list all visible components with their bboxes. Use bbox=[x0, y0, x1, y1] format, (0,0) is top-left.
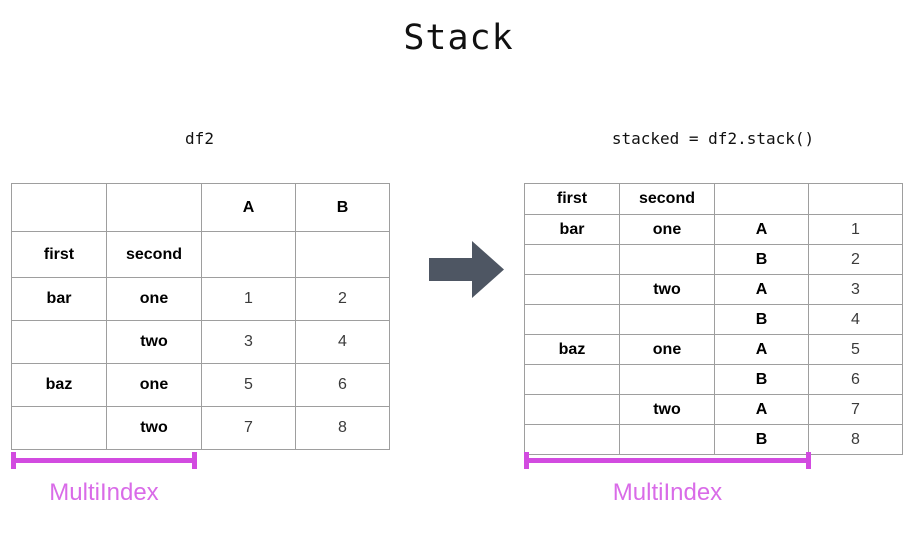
df2-cell-a-1: 3 bbox=[201, 320, 296, 364]
page-title: Stack bbox=[403, 18, 514, 58]
table-row: two A 3 bbox=[524, 274, 903, 305]
multiindex-bracket-right bbox=[524, 452, 811, 469]
stacked-cell-second-6: two bbox=[619, 394, 715, 425]
stacked-table: first second bar one A 1 B 2 two A 3 B bbox=[524, 183, 903, 455]
stacked-cell-first-1 bbox=[524, 244, 620, 275]
stacked-cell-first-5 bbox=[524, 364, 620, 395]
table-row: two A 7 bbox=[524, 394, 903, 425]
df2-cell-second-2: one bbox=[106, 363, 202, 407]
table-row: B 6 bbox=[524, 364, 903, 395]
stacked-cell-level-7: B bbox=[714, 424, 809, 455]
table-row: two 7 8 bbox=[11, 406, 390, 450]
stacked-cell-second-1 bbox=[619, 244, 715, 275]
stacked-cell-first-4: baz bbox=[524, 334, 620, 365]
df2-index-name-second: second bbox=[106, 231, 202, 278]
stacked-cell-second-7 bbox=[619, 424, 715, 455]
df2-cell-second-1: two bbox=[106, 320, 202, 364]
stacked-header-spacer-2 bbox=[808, 183, 903, 215]
multiindex-bracket-left bbox=[11, 452, 197, 469]
table-row: first second bbox=[524, 183, 903, 215]
stacked-cell-level-0: A bbox=[714, 214, 809, 245]
stacked-cell-second-3 bbox=[619, 304, 715, 335]
bracket-cap-right bbox=[192, 452, 197, 469]
table-row: baz one A 5 bbox=[524, 334, 903, 365]
df2-cell-b-3: 8 bbox=[295, 406, 390, 450]
table-row: B 8 bbox=[524, 424, 903, 455]
stacked-caption: stacked = df2.stack() bbox=[611, 129, 815, 148]
df2-cell-first-2: baz bbox=[11, 363, 107, 407]
df2-index-name-first: first bbox=[11, 231, 107, 278]
stacked-index-name-second: second bbox=[619, 183, 715, 215]
bracket-bar bbox=[524, 458, 811, 463]
df2-cell-first-0: bar bbox=[11, 277, 107, 321]
stacked-cell-first-7 bbox=[524, 424, 620, 455]
df2-cell-a-2: 5 bbox=[201, 363, 296, 407]
df2-cell-a-0: 1 bbox=[201, 277, 296, 321]
df2-cell-first-1 bbox=[11, 320, 107, 364]
stacked-cell-second-2: two bbox=[619, 274, 715, 305]
df2-corner-cell-1 bbox=[11, 183, 107, 232]
table-row: B 2 bbox=[524, 244, 903, 275]
stacked-index-name-first: first bbox=[524, 183, 620, 215]
table-row: two 3 4 bbox=[11, 320, 390, 364]
stacked-cell-first-6 bbox=[524, 394, 620, 425]
df2-cell-b-0: 2 bbox=[295, 277, 390, 321]
df2-cell-first-3 bbox=[11, 406, 107, 450]
stacked-cell-level-3: B bbox=[714, 304, 809, 335]
stacked-cell-value-0: 1 bbox=[808, 214, 903, 245]
stacked-cell-first-3 bbox=[524, 304, 620, 335]
df2-cell-a-3: 7 bbox=[201, 406, 296, 450]
df2-cell-second-3: two bbox=[106, 406, 202, 450]
table-row: first second bbox=[11, 231, 390, 278]
stacked-cell-second-4: one bbox=[619, 334, 715, 365]
df2-column-header-a: A bbox=[201, 183, 296, 232]
stacked-cell-second-0: one bbox=[619, 214, 715, 245]
stacked-cell-value-7: 8 bbox=[808, 424, 903, 455]
stacked-cell-value-6: 7 bbox=[808, 394, 903, 425]
right-arrow-icon bbox=[429, 241, 504, 298]
multiindex-label-left: MultiIndex bbox=[49, 479, 159, 506]
df2-corner-cell-2 bbox=[106, 183, 202, 232]
df2-cell-b-1: 4 bbox=[295, 320, 390, 364]
table-row: bar one A 1 bbox=[524, 214, 903, 245]
stacked-cell-level-5: B bbox=[714, 364, 809, 395]
df2-cell-second-0: one bbox=[106, 277, 202, 321]
stacked-cell-level-4: A bbox=[714, 334, 809, 365]
table-row: bar one 1 2 bbox=[11, 277, 390, 321]
table-row: B 4 bbox=[524, 304, 903, 335]
df2-table: A B first second bar one 1 2 two 3 4 baz… bbox=[11, 183, 390, 450]
multiindex-label-right: MultiIndex bbox=[612, 479, 723, 506]
df2-header-spacer-a bbox=[201, 231, 296, 278]
stacked-cell-value-3: 4 bbox=[808, 304, 903, 335]
stacked-cell-value-5: 6 bbox=[808, 364, 903, 395]
stacked-cell-value-4: 5 bbox=[808, 334, 903, 365]
bracket-bar bbox=[11, 458, 197, 463]
bracket-cap-right bbox=[806, 452, 811, 469]
stacked-header-spacer-1 bbox=[714, 183, 809, 215]
stacked-cell-level-1: B bbox=[714, 244, 809, 275]
stacked-cell-level-6: A bbox=[714, 394, 809, 425]
stacked-cell-second-5 bbox=[619, 364, 715, 395]
table-row: baz one 5 6 bbox=[11, 363, 390, 407]
stacked-cell-first-0: bar bbox=[524, 214, 620, 245]
df2-cell-b-2: 6 bbox=[295, 363, 390, 407]
stacked-cell-level-2: A bbox=[714, 274, 809, 305]
df2-caption: df2 bbox=[185, 129, 214, 148]
df2-column-header-b: B bbox=[295, 183, 390, 232]
table-row: A B bbox=[11, 183, 390, 232]
stacked-cell-value-2: 3 bbox=[808, 274, 903, 305]
stacked-cell-first-2 bbox=[524, 274, 620, 305]
stacked-cell-value-1: 2 bbox=[808, 244, 903, 275]
df2-header-spacer-b bbox=[295, 231, 390, 278]
